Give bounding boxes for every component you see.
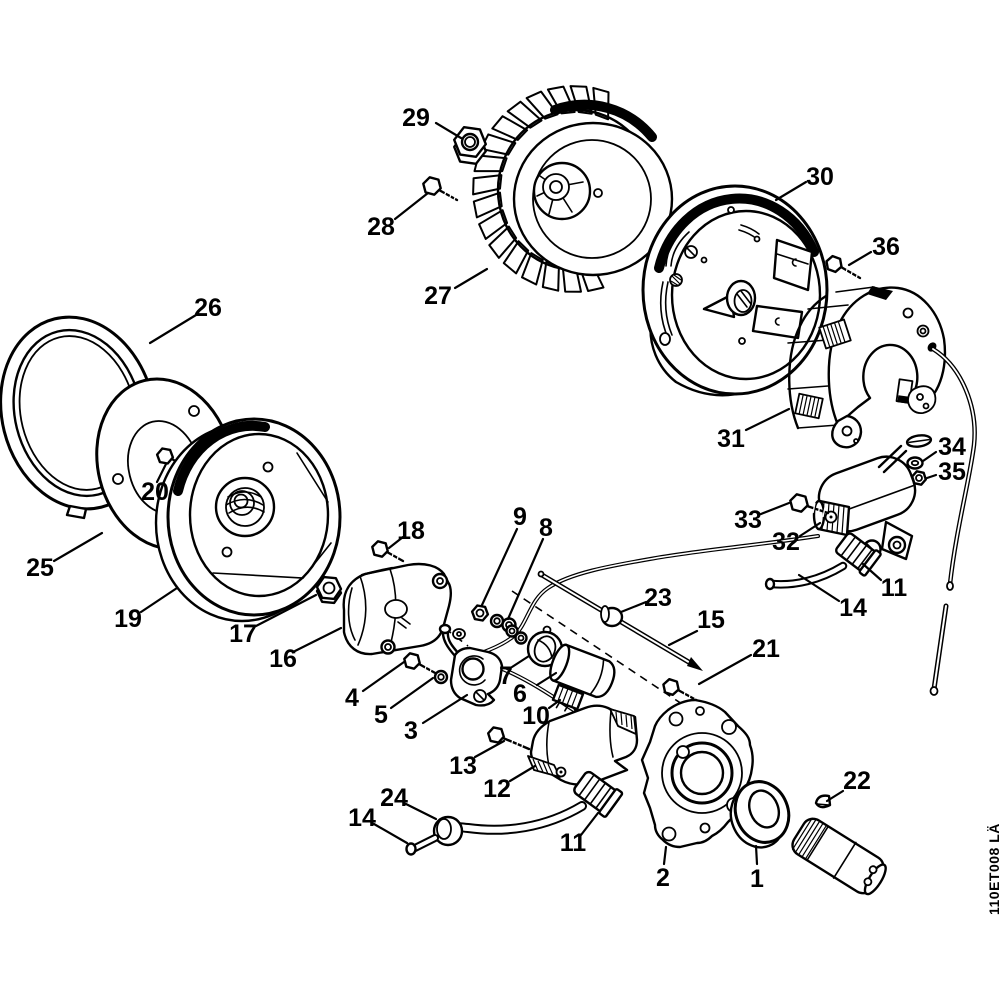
fan-wheel	[472, 85, 674, 293]
part-label-2: 2	[656, 864, 670, 892]
ignition-armature	[787, 286, 977, 696]
part-label-8: 8	[539, 514, 553, 542]
part-label-36: 36	[872, 233, 900, 261]
part-label-16: 16	[269, 645, 297, 673]
part-label-24: 24	[380, 784, 408, 812]
part-label-34: 34	[938, 433, 966, 461]
part-label-7: 7	[499, 662, 513, 690]
condenser-6	[549, 643, 616, 699]
fan-fin	[488, 225, 518, 259]
diagram-code: 110ET008 LÄ	[986, 823, 1000, 915]
screw-18	[371, 540, 405, 564]
part-label-28: 28	[367, 213, 395, 241]
nut-9	[470, 604, 490, 622]
fan-fin	[480, 133, 517, 156]
part-label-18: 18	[397, 517, 425, 545]
part-label-25: 25	[26, 554, 54, 582]
part-label-3: 3	[404, 717, 418, 745]
short-circuit-wire	[466, 534, 820, 660]
collar-nut-29	[453, 125, 487, 166]
part-label-19: 19	[114, 605, 142, 633]
part-label-12: 12	[483, 775, 511, 803]
fan-fin	[506, 100, 543, 129]
part-label-10: 10	[522, 702, 550, 730]
connector-11-left	[573, 770, 624, 818]
part-label-1: 1	[750, 865, 764, 893]
nut-17	[315, 575, 343, 605]
part-label-15: 15	[697, 606, 725, 634]
part-label-13: 13	[449, 752, 477, 780]
grommet-24	[432, 815, 464, 847]
screw-13	[487, 726, 531, 751]
screw-28	[422, 176, 459, 206]
part-label-23: 23	[644, 584, 672, 612]
carburetor-box-cover	[342, 562, 452, 656]
part-label-6: 6	[513, 680, 527, 708]
nut-35	[911, 470, 927, 486]
washer-5	[433, 669, 449, 685]
fan-fin	[472, 191, 503, 219]
plug-boot	[791, 817, 887, 896]
fan-fin	[491, 115, 529, 141]
fan-fin	[472, 174, 503, 196]
ignition-coil	[812, 434, 933, 561]
part-label-31: 31	[717, 425, 745, 453]
part-label-4: 4	[345, 684, 359, 712]
part-label-11: 11	[881, 574, 908, 602]
part-label-29: 29	[402, 104, 430, 132]
collar-ring-1	[729, 780, 791, 849]
leader-lines	[52, 121, 938, 866]
ignition-module	[527, 704, 639, 786]
part-label-21: 21	[752, 635, 780, 663]
rotor	[641, 184, 829, 397]
part-label-35: 35	[938, 458, 966, 486]
part-label-26: 26	[194, 294, 222, 322]
screw-33	[789, 493, 830, 518]
part-label-11-b: 11	[560, 829, 587, 857]
part-label-32: 32	[772, 528, 800, 556]
part-label-20: 20	[141, 478, 169, 506]
fan-fin	[541, 260, 560, 292]
kill-terminal-clip	[905, 434, 933, 448]
screw-4	[403, 652, 439, 677]
washer-34	[906, 456, 924, 470]
fan-fin	[478, 209, 509, 240]
part-label-22: 22	[843, 767, 871, 795]
part-label-14: 14	[839, 594, 867, 622]
ring-tab	[65, 504, 88, 520]
part-label-9: 9	[513, 503, 527, 531]
part-label-27: 27	[424, 282, 452, 310]
part-label-30: 30	[806, 163, 834, 191]
part-label-5: 5	[374, 701, 388, 729]
contact-breaker	[438, 623, 504, 707]
screw-36	[825, 254, 862, 283]
part-label-17: 17	[229, 620, 257, 648]
flywheel	[154, 417, 342, 623]
part-label-33: 33	[734, 506, 762, 534]
grommet-23	[600, 605, 624, 628]
part-label-14-b: 14	[348, 804, 376, 832]
backing-plate	[640, 698, 754, 849]
spark-plug-lead-left	[405, 770, 624, 856]
